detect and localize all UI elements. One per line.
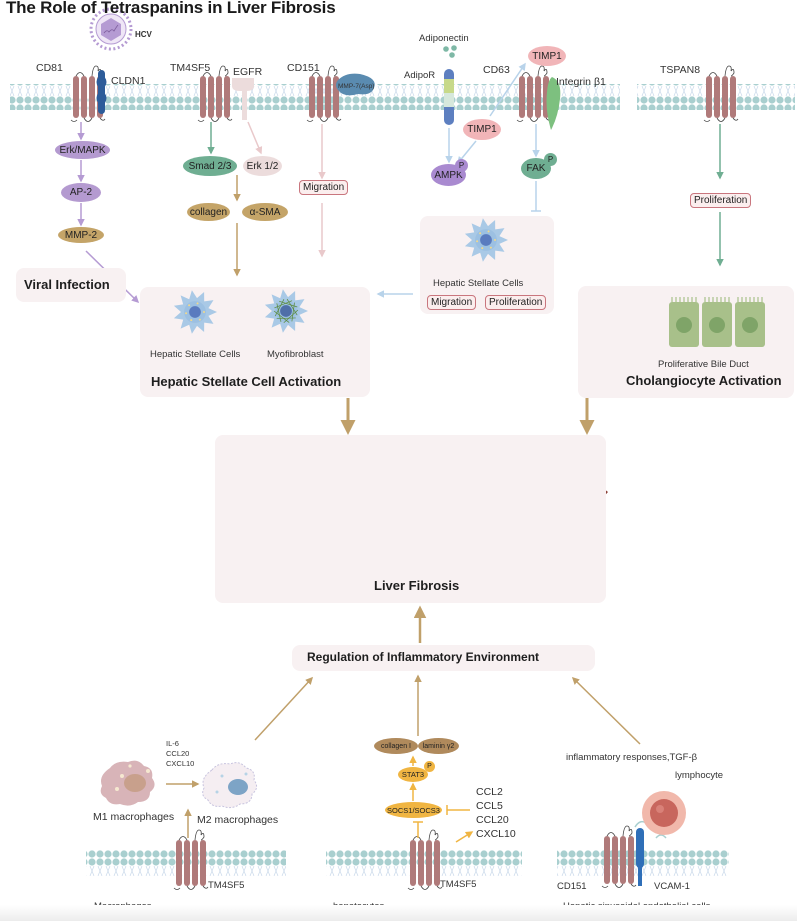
tm4sf5-hepatocyte-tetraspanin-icon bbox=[407, 829, 443, 890]
m2-macrophage-icon bbox=[202, 762, 258, 809]
cd151-tetraspanin-icon bbox=[306, 65, 342, 122]
inflammatory-environment-panel bbox=[292, 645, 595, 671]
smad23-node: Smad 2/3 bbox=[183, 156, 237, 176]
lymphocyte-cell-icon bbox=[642, 791, 686, 835]
m1-macrophage-label: M1 macrophages bbox=[93, 811, 175, 823]
arrow-tm4sf5-chemokines bbox=[455, 831, 474, 843]
stat3-node: STAT3 bbox=[398, 767, 428, 782]
chemokine-ccl5: CCL5 bbox=[476, 800, 503, 812]
timp1-mid-node: TIMP1 bbox=[463, 119, 501, 140]
viral-infection-panel bbox=[16, 268, 126, 302]
cd81-label: CD81 bbox=[36, 62, 63, 74]
tm4sf5-hep-label: TM4SF5 bbox=[440, 879, 477, 890]
cd151-hsec-label: CD151 bbox=[557, 881, 587, 892]
hcv-label: HCV bbox=[135, 30, 152, 39]
fak-phospho-tag: P bbox=[544, 153, 557, 166]
collagen-i-node: collagen I bbox=[374, 738, 418, 754]
adiponectin-label: Adiponectin bbox=[419, 33, 469, 44]
adipor-label: AdipoR bbox=[404, 70, 436, 81]
arrow-timp-cd63 bbox=[489, 62, 526, 117]
fak-node: FAK bbox=[521, 158, 551, 179]
hsc-cell-label: Hepatic Stellate Cells bbox=[150, 349, 241, 360]
integrin-beta1-label: Integrin β1 bbox=[556, 76, 606, 88]
egfr-receptor-icon bbox=[232, 78, 254, 120]
bottom-fade bbox=[0, 905, 797, 921]
collagen-node: collagen bbox=[187, 203, 230, 221]
cldn1-protein-icon bbox=[96, 70, 107, 114]
page-title: The Role of Tetraspanins in Liver Fibros… bbox=[6, 0, 336, 17]
timp1-top-node: TIMP1 bbox=[528, 46, 566, 66]
chemokine-ccl20: CCL20 bbox=[476, 814, 509, 826]
cldn1-label: CLDN1 bbox=[111, 75, 146, 87]
liver-fibrosis-panel bbox=[215, 435, 606, 603]
erk12-node: Erk 1/2 bbox=[243, 156, 282, 176]
vcam1-label: VCAM-1 bbox=[654, 881, 690, 892]
hsc-small-label: Hepatic Stellate Cells bbox=[433, 278, 524, 289]
hsc-migration-tag: Migration bbox=[427, 295, 477, 310]
hcv-virus-icon bbox=[89, 7, 133, 51]
hsc-proliferation-tag: Proliferation bbox=[485, 295, 547, 310]
viral-infection-label: Viral Infection bbox=[24, 277, 110, 292]
cytokine-il6: IL-6 bbox=[166, 739, 179, 748]
m2-macrophage-label: M2 macrophages bbox=[197, 814, 279, 826]
hsc-activation-title: Hepatic Stellate Cell Activation bbox=[151, 374, 342, 389]
cholangiocyte-activation-title: Cholangiocyte Activation bbox=[626, 373, 782, 388]
cytokine-ccl20: CCL20 bbox=[166, 749, 190, 758]
tspan8-label: TSPAN8 bbox=[660, 64, 701, 76]
tspan8-tetraspanin-icon bbox=[703, 65, 739, 122]
stat3-phospho-tag: P bbox=[424, 761, 435, 772]
inflammatory-environment-title: Regulation of Inflammatory Environment bbox=[307, 650, 540, 664]
alpha-sma-node: α-SMA bbox=[242, 203, 288, 221]
migration-box-cd151: Migration bbox=[299, 180, 349, 195]
myofibroblast-label: Myofibroblast bbox=[267, 349, 324, 360]
adiponectin-molecules-icon bbox=[443, 45, 457, 58]
chemokine-cxcl10: CXCL10 bbox=[476, 828, 516, 840]
cd151-hsec-tetraspanin-icon bbox=[601, 825, 637, 888]
cytokine-cxcl10: CXCL10 bbox=[166, 759, 195, 768]
inflammatory-signal-label: inflammatory responses,TGF-β bbox=[566, 752, 698, 763]
mmp2-node: MMP-2 bbox=[58, 227, 104, 243]
integrin-beta1-icon bbox=[546, 77, 561, 130]
laminin-node: laminin γ2 bbox=[418, 738, 459, 754]
cd151-label: CD151 bbox=[287, 62, 320, 74]
liver-fibrosis-title: Liver Fibrosis bbox=[374, 578, 460, 593]
arrow-egfr-erk bbox=[247, 121, 263, 155]
arrow-macro-inflam bbox=[254, 676, 314, 741]
ap2-node: AP-2 bbox=[61, 183, 101, 202]
cd63-label: CD63 bbox=[483, 64, 510, 76]
m1-macrophage-icon bbox=[100, 760, 155, 806]
erk-mapk-node: Erk/MAPK bbox=[55, 141, 110, 159]
adipor-receptor-icon bbox=[444, 69, 454, 125]
tm4sf5-tetraspanin-icon bbox=[197, 65, 233, 122]
proliferation-box-tspan8: Proliferation bbox=[690, 193, 752, 208]
tm4sf5-macro-label: TM4SF5 bbox=[208, 880, 245, 891]
ampk-phospho-tag: P bbox=[455, 159, 468, 172]
socs-node: SOCS1/SOCS3 bbox=[385, 802, 442, 818]
mmp7-label: MMP-7(Asp) bbox=[338, 83, 375, 90]
egfr-label: EGFR bbox=[233, 66, 263, 78]
chemokine-ccl2: CCL2 bbox=[476, 786, 503, 798]
tm4sf5-label: TM4SF5 bbox=[170, 62, 211, 74]
tm4sf5-macrophage-tetraspanin-icon bbox=[173, 829, 209, 890]
mmp7-protein-icon bbox=[336, 73, 375, 96]
arrow-hsec-inflam bbox=[571, 676, 641, 745]
lymphocyte-label: lymphocyte bbox=[675, 770, 724, 781]
bile-duct-caption: Proliferative Bile Duct bbox=[658, 359, 749, 370]
